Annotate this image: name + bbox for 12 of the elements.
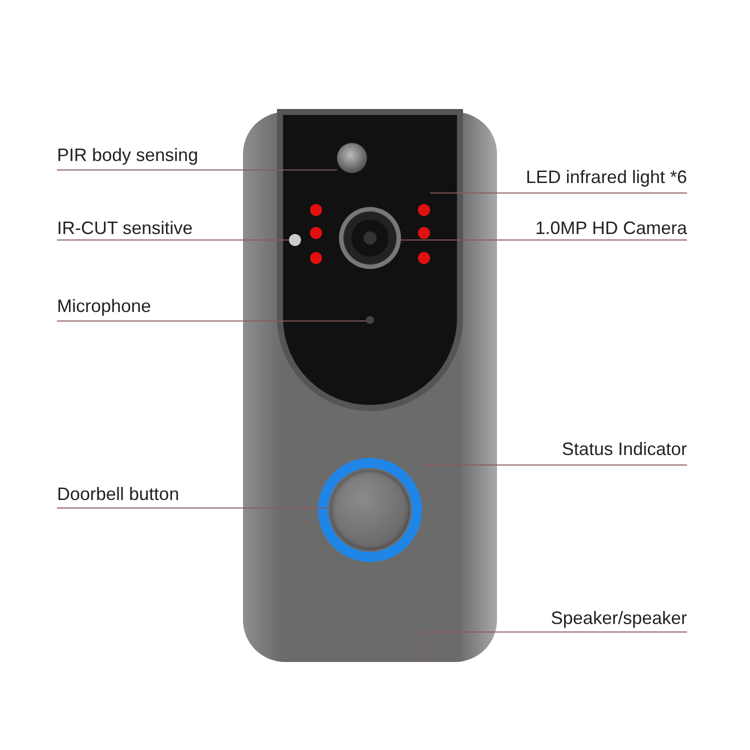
part-label: LED infrared light *6 [526,166,687,188]
leader-line [56,320,366,322]
leader-line [422,464,688,466]
leader-line [430,192,688,194]
part-label: PIR body sensing [57,144,198,166]
part-label: Status Indicator [562,438,687,460]
leader-line [422,632,688,662]
part-label: IR-CUT sensitive [57,217,193,239]
part-label: Microphone [57,295,152,317]
part-label: 1.0MP HD Camera [535,217,687,239]
part-label: Speaker/speaker [550,607,687,629]
part-label: Doorbell button [57,483,180,505]
